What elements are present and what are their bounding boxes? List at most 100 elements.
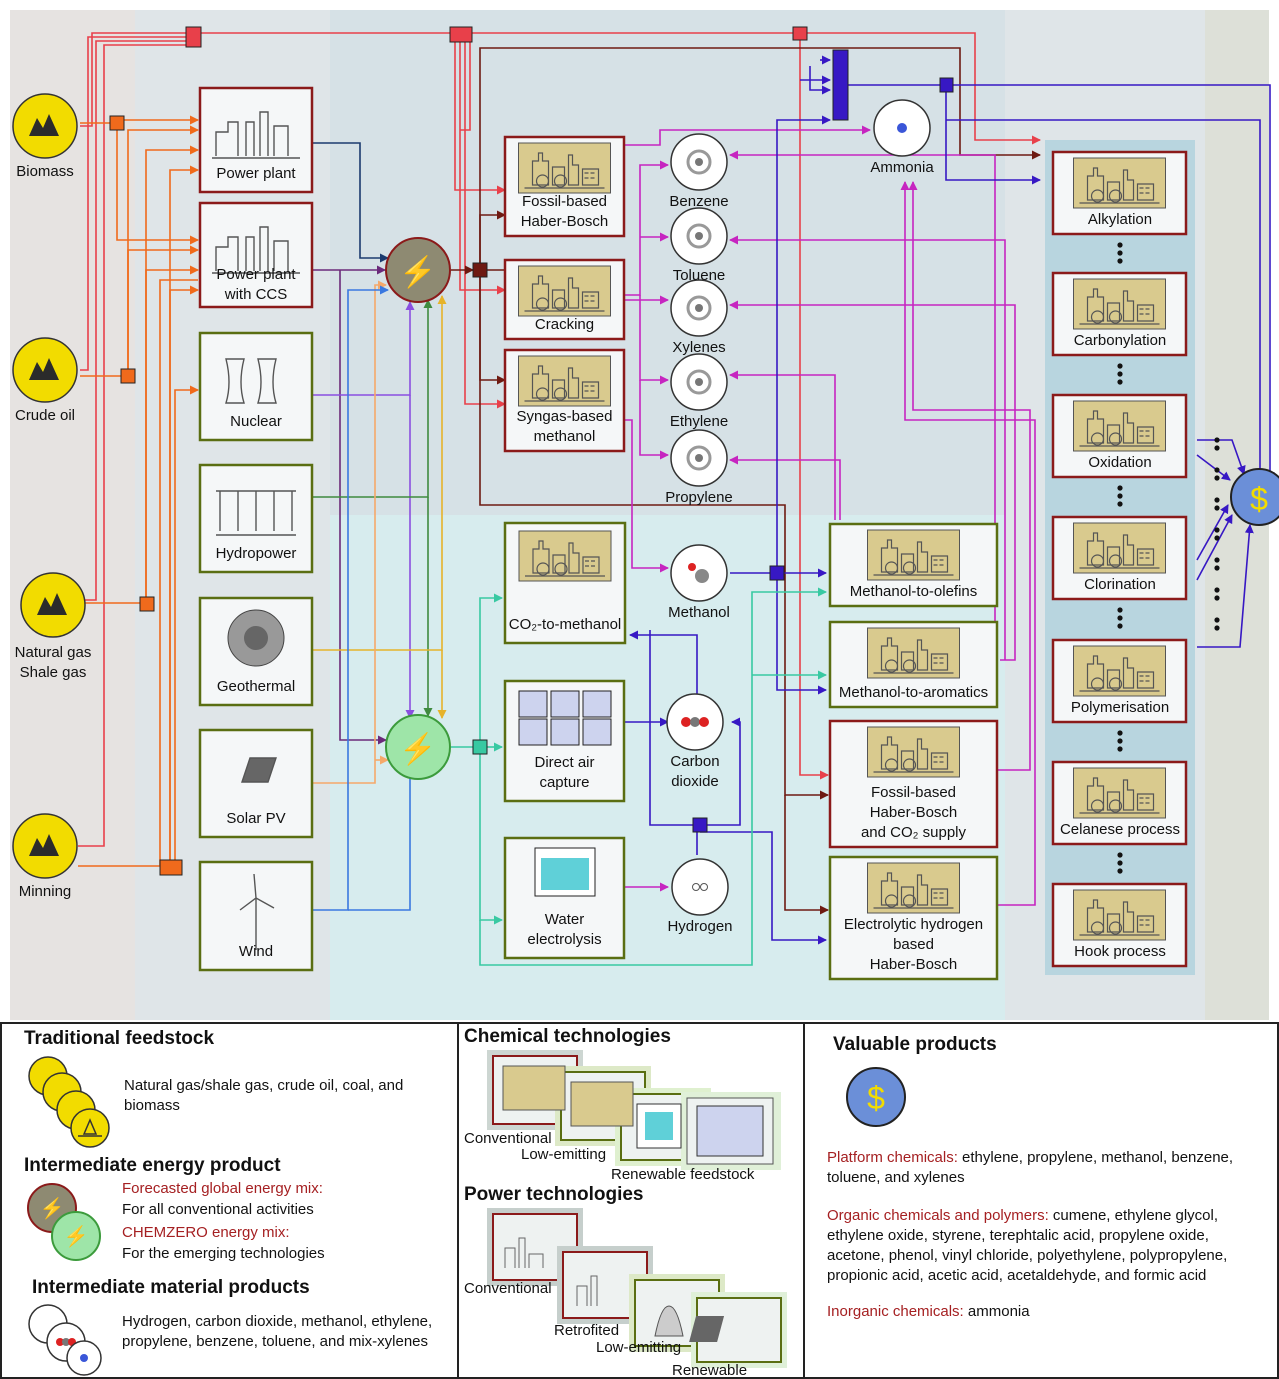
- legend-feedstock-icons: [28, 1056, 110, 1148]
- hydrogen-molecule-icon-atom: [692, 883, 700, 891]
- biomass-label-line: Biomass: [16, 163, 74, 180]
- mto-label-line: Methanol-to-olefins: [850, 583, 978, 600]
- flow-poly-products: [1197, 524, 1254, 648]
- junction-co2-h2: [692, 817, 708, 833]
- svg-text:⚡: ⚡: [40, 1196, 65, 1220]
- flow-red-to-fhb: [454, 38, 506, 195]
- flow-hub-products: [953, 84, 1275, 481]
- legend-feedstock-text: Natural gas/shale gas, crude oil, coal, …: [124, 1077, 404, 1114]
- power-pp: Power plant: [198, 86, 314, 194]
- continuation-dot: [1117, 242, 1123, 248]
- mta-label-line: Methanol-to-aromatics: [839, 684, 988, 701]
- legend-feedstock-title: Traditional feedstock: [24, 1028, 215, 1049]
- toluene-label-line: Toluene: [673, 267, 726, 284]
- ehb-label-line: Haber-Bosch: [870, 956, 958, 973]
- downstream-hook: Hook process: [1051, 882, 1188, 968]
- mining-label: Minning: [19, 883, 72, 900]
- ammonia-label-line: Ammonia: [870, 159, 934, 176]
- legend-inorganic: Inorganic chemicals: ammonia: [827, 1302, 1267, 1322]
- chem-co2m: CO₂-to-methanol: [503, 521, 627, 645]
- junction-chemzero: [472, 739, 488, 755]
- flow-gas-top: [84, 40, 193, 601]
- factory-icon: [866, 726, 961, 778]
- continuation-dot: [1214, 535, 1220, 541]
- continuation-dot: [1117, 379, 1123, 385]
- mining-label-line: Minning: [19, 883, 72, 900]
- hook-label: Hook process: [1074, 943, 1166, 960]
- flow-mto-ethylene: [729, 370, 836, 520]
- dac-label-line: capture: [539, 774, 589, 791]
- fan-array-icon: [582, 690, 612, 718]
- flow-hub-products-2: [946, 119, 1265, 486]
- flow-crack-benzene: [624, 160, 669, 296]
- legend-mix2-title: CHEMZERO energy mix:: [122, 1224, 290, 1241]
- flow-wind-chemzero: [348, 767, 415, 911]
- flow-ehb-ammonia: [900, 181, 1036, 906]
- flow-hub-mto: [479, 587, 827, 966]
- fhb-label-line: Fossil-based: [522, 193, 607, 210]
- ethylene-molecule-icon-atom: [695, 378, 703, 386]
- hydro-label-line: Hydropower: [216, 545, 297, 562]
- flow-mining-ppccs: [169, 285, 199, 866]
- fhb-label-line: Haber-Bosch: [521, 213, 609, 230]
- clor-label: Clorination: [1084, 576, 1156, 593]
- intermediate-propylene: Propylene: [665, 429, 733, 506]
- junction-red-right: [792, 26, 808, 41]
- mto-label: Methanol-to-olefins: [850, 583, 978, 600]
- continuation-dot: [1214, 625, 1220, 631]
- sgm-label-line: Syngas-based: [517, 408, 613, 425]
- flow-clor-products: [1196, 504, 1229, 561]
- continuation-dot: [1214, 527, 1220, 533]
- factory-icon: [1072, 522, 1167, 574]
- feedstock-mining: Minning: [12, 813, 78, 900]
- continuation-dot: [1214, 557, 1220, 563]
- flow-sgm-methanol: [624, 419, 669, 573]
- dollar-symbol: $: [867, 1080, 885, 1116]
- alk-label: Alkylation: [1088, 211, 1152, 228]
- dollar-icon: $: [846, 1067, 906, 1127]
- legend-organic: Organic chemicals and polymers: cumene, …: [827, 1206, 1267, 1286]
- nuclear-label: Nuclear: [230, 413, 282, 430]
- carbon-dioxide-molecule-icon-atom: [690, 717, 700, 727]
- benzene-molecule-icon-atom: [695, 158, 703, 166]
- pp-label-line: Power plant: [216, 165, 296, 182]
- carb-label: Carbonylation: [1074, 332, 1167, 349]
- forecasted-energy-mix-node: [385, 237, 451, 303]
- junction-top-indigo: [939, 77, 954, 93]
- clor-label-line: Clorination: [1084, 576, 1156, 593]
- pylon-icon: ⚡: [399, 254, 436, 290]
- junction-mining: [159, 859, 183, 876]
- oxi-label: Oxidation: [1088, 454, 1151, 471]
- electrolysis-icon-water: [541, 858, 589, 890]
- flow-co2-co2m: [629, 630, 698, 696]
- gas-label-line: Shale gas: [20, 664, 87, 681]
- legend-feedstock-energy-material: Traditional feedstock Natural gas/shale …: [0, 1022, 457, 1379]
- factory-icon: [866, 627, 961, 679]
- feedstock-crude: Crude oil: [12, 337, 78, 424]
- ethylene-label: Ethylene: [670, 413, 728, 430]
- factory-icon: [866, 862, 961, 914]
- downstream-clor: Clorination: [1051, 515, 1188, 601]
- continuation-dot: [1117, 258, 1123, 264]
- geothermal-icon-core: [244, 626, 268, 650]
- continuation-dot: [1117, 250, 1123, 256]
- continuation-dot: [1117, 623, 1123, 629]
- flow-hub-co2: [705, 717, 741, 826]
- continuation-dot: [1117, 868, 1123, 874]
- carb-label-line: Carbonylation: [1074, 332, 1167, 349]
- legend-technologies: Chemical technologies Conventional Low-e…: [457, 1022, 803, 1379]
- co2m-label-line: CO₂-to-methanol: [509, 616, 622, 633]
- methanol-label: Methanol: [668, 604, 730, 621]
- wel-label-line: Water: [545, 911, 584, 928]
- legend-inorganic-text: ammonia: [963, 1303, 1030, 1320]
- flow-pp-grid: [313, 142, 389, 263]
- xylenes-label: Xylenes: [672, 339, 725, 356]
- factory-icon: [517, 355, 612, 407]
